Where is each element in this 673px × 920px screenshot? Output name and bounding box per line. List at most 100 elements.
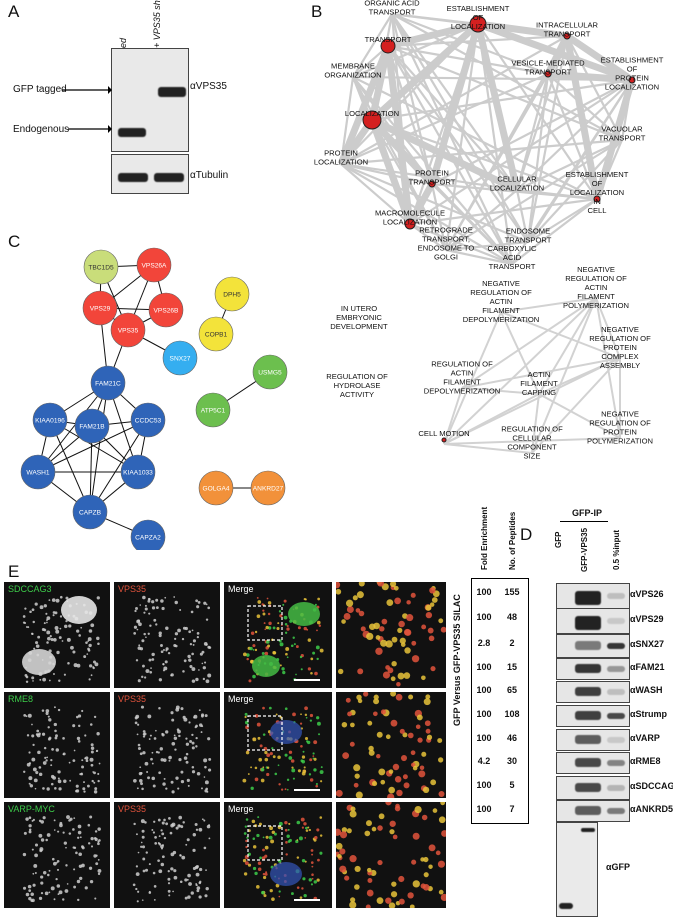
red-channel-image: VPS35 [114,802,220,908]
go-node-localization [362,110,382,130]
col-gfp-vps35: GFP-VPS35 [580,527,589,572]
go-edge [516,139,623,191]
go-node-cell-motion [441,437,447,443]
band-arrows [62,86,112,133]
go-edge [531,357,621,454]
ppi-node-label: CCDC53 [135,418,162,425]
go-edge [340,162,529,244]
go-edge [461,387,540,395]
go-edge [445,248,513,266]
col-input: 0.5 %input [612,529,621,570]
go-edge [538,297,597,395]
col-gfp: GFP [554,531,563,548]
go-edge [516,188,598,201]
go-edge [443,393,540,445]
go-node-transport [380,38,396,54]
fold-enrichment-value: 100 [476,662,492,672]
go-edge [527,198,598,243]
col-fold-enrichment: Fold Enrichment [480,506,489,570]
gfp-tagged-label: GFP tagged [13,84,67,95]
go-edge [340,163,411,225]
panel-a-letter: A [8,2,20,21]
go-edge [500,311,540,395]
ip-antibody-label: αStrump [630,709,668,719]
go-edge [531,393,540,454]
gfp-ip-rule [560,521,608,522]
green-channel-image: SDCCAG3 [4,582,110,688]
green-channel-image: VARP-MYC [4,802,110,908]
ppi-node-label: VPS26B [154,308,180,315]
ppi-node-ankrd27 [250,470,286,506]
go-node-vesicle-mediated-transport [544,70,552,78]
go-term-label: CELL MOTION [418,429,469,438]
input-lane-band [607,785,625,791]
col-peptides: No. of Peptides [508,511,517,570]
gfp-vps35-lane-band [575,711,601,720]
go-edge [593,79,636,200]
merge-channel-label: Merge [228,584,254,594]
ppi-node-copb1 [198,316,234,352]
fold-enrichment-value: 4.2 [477,756,491,766]
ppi-node-label: KIAA0196 [35,418,65,425]
peptide-count-value: 7 [509,804,515,814]
ip-antibody-label: αSDCCAG3 [630,781,673,791]
go-edge [409,197,598,226]
input-lane-band [607,666,625,672]
go-node-establishment-of-protein-localization [628,76,636,84]
fold-enrichment-value: 100 [476,709,492,719]
ppi-node-label: USMG5 [258,370,282,377]
go-edge [511,198,598,265]
ppi-node-label: VPS26A [142,263,168,270]
input-lane-band [607,689,625,695]
ppi-node-label: CAPZB [79,510,102,517]
ppi-node-label: SNX27 [170,356,191,363]
go-edge [547,73,623,141]
go-edge [443,437,621,445]
zoom-inset-image [336,802,446,908]
ip-antibody-label: αFAM21 [630,662,665,672]
go-node-macromolecule-localization [404,218,416,230]
ip-blot-strip [556,729,630,751]
endogenous-label: Endogenous [13,124,70,135]
ppi-node-label: TBC1D5 [88,265,114,272]
go-edge [476,23,514,265]
peptide-count-value: 46 [506,733,517,743]
ppi-node-vps26a [136,247,172,283]
red-channel-label: VPS35 [118,694,147,704]
go-edge [409,222,513,266]
merge-image: Merge [224,582,332,688]
go-edge [443,297,597,445]
go-node-establishment-of-localization-in-cell [593,195,601,203]
ip-blot-strip [556,705,630,727]
ppi-node-vps26b [148,292,184,328]
go-edge [428,23,482,185]
merge-channel-label: Merge [228,804,254,814]
ppi-node-wash1 [20,454,56,490]
green-channel-image: RME8 [4,692,110,798]
gfp-antibody-label: αGFP [606,862,631,872]
go-edge [371,119,447,251]
input-lane-band [607,643,625,649]
ppi-edge [37,419,149,473]
ppi-node-capzb [72,494,108,530]
ip-antibody-label: αSNX27 [630,639,665,649]
ppi-node-snx27 [162,340,198,376]
ppi-edge [89,419,149,513]
go-edge [387,20,479,50]
gfp-vps35-lane-band [575,687,601,696]
go-edge [547,70,633,84]
go-edge [445,189,518,251]
go-term-label: LOCALIZATION [345,109,399,118]
red-channel-image: VPS35 [114,582,220,688]
